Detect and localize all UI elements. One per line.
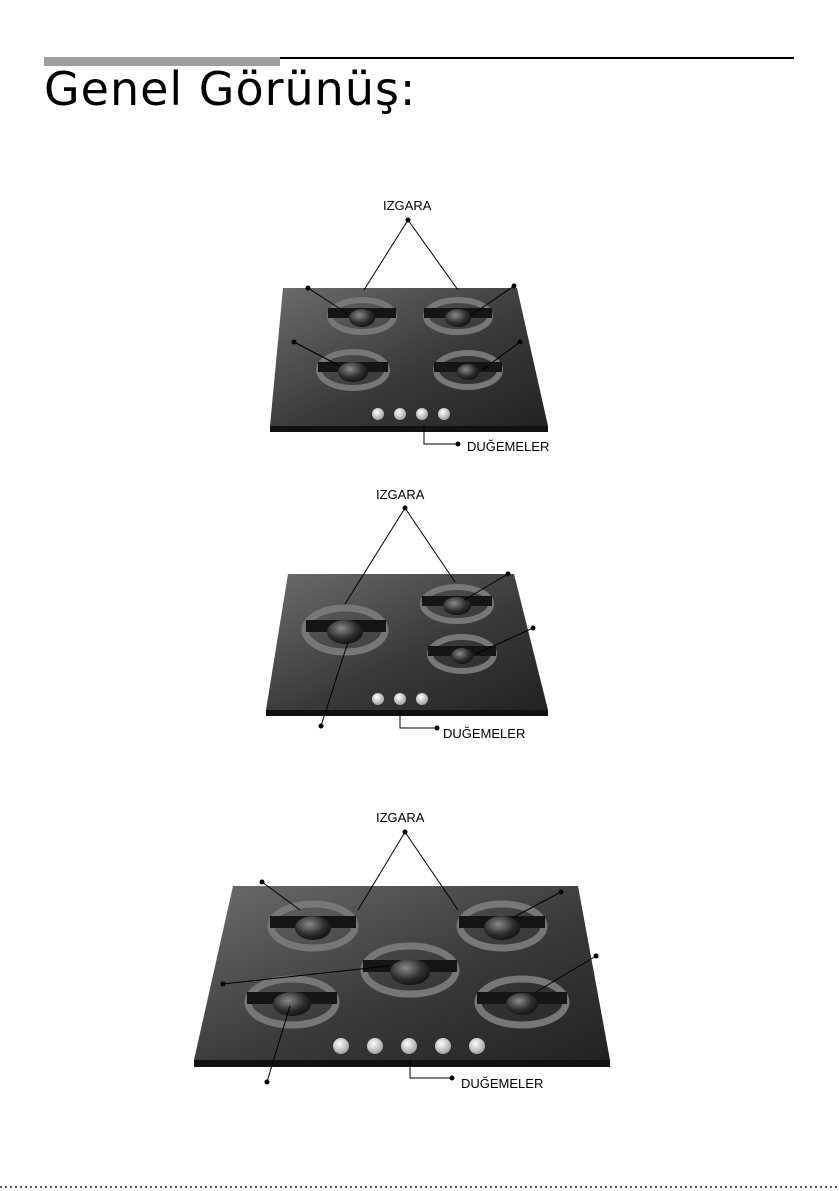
hob-diagram-three-burner: IZGARA [0, 482, 839, 752]
grate-label: IZGARA [383, 198, 432, 213]
grate-label: IZGARA [376, 810, 425, 825]
controls-label: DUĞEMELER [443, 726, 525, 741]
grate-label: IZGARA [376, 487, 425, 502]
control-knobs [372, 693, 428, 705]
page-edge-dots [0, 1186, 839, 1188]
controls-label: DUĞEMELER [461, 1076, 543, 1091]
hob-image [266, 574, 548, 716]
hob-diagram-five-burner: IZGARA [0, 806, 839, 1106]
hob-image [270, 288, 548, 432]
page-title: Genel Görünüş: [44, 62, 416, 116]
controls-label: DUĞEMELER [467, 439, 549, 454]
hob-diagram-four-burner: IZGARA [0, 190, 839, 460]
